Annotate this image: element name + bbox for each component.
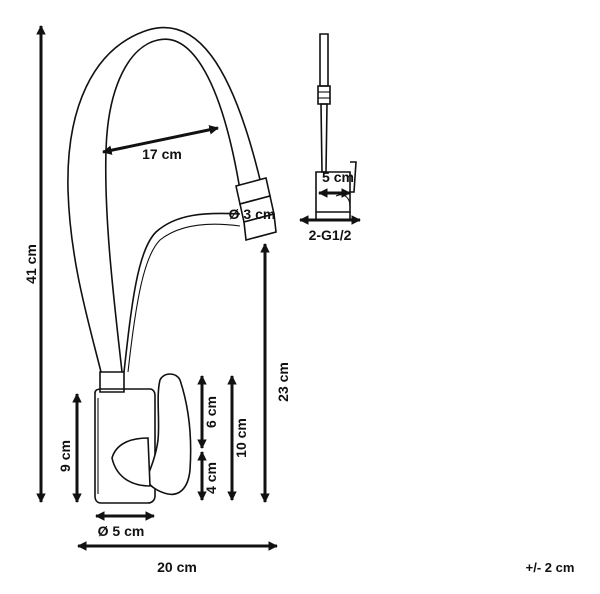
side-view <box>299 33 361 225</box>
handle-lower-label: 4 cm <box>203 462 219 494</box>
tolerance-note: +/- 2 cm <box>526 560 575 575</box>
mount-width-label: 5 cm <box>322 169 354 185</box>
arc-width-label: 17 cm <box>142 146 182 162</box>
footprint-width-label: 20 cm <box>157 559 197 575</box>
spout-height-label: 23 cm <box>275 362 291 402</box>
faucet-body <box>67 26 277 504</box>
thread-label: 2-G1/2 <box>309 227 352 243</box>
base-diameter-label: Ø 5 cm <box>98 523 145 539</box>
dimension-lines <box>36 25 278 551</box>
handle-upper-label: 6 cm <box>203 396 219 428</box>
handle-total-label: 10 cm <box>233 418 249 458</box>
total-height-label: 41 cm <box>23 244 39 284</box>
hose-diameter-label: Ø 3 cm <box>229 206 276 222</box>
labels: 41 cm 17 cm Ø 3 cm 23 cm 9 cm 6 cm 4 cm … <box>23 146 574 575</box>
base-height-label: 9 cm <box>57 440 73 472</box>
arc-width-arrow <box>102 125 219 155</box>
